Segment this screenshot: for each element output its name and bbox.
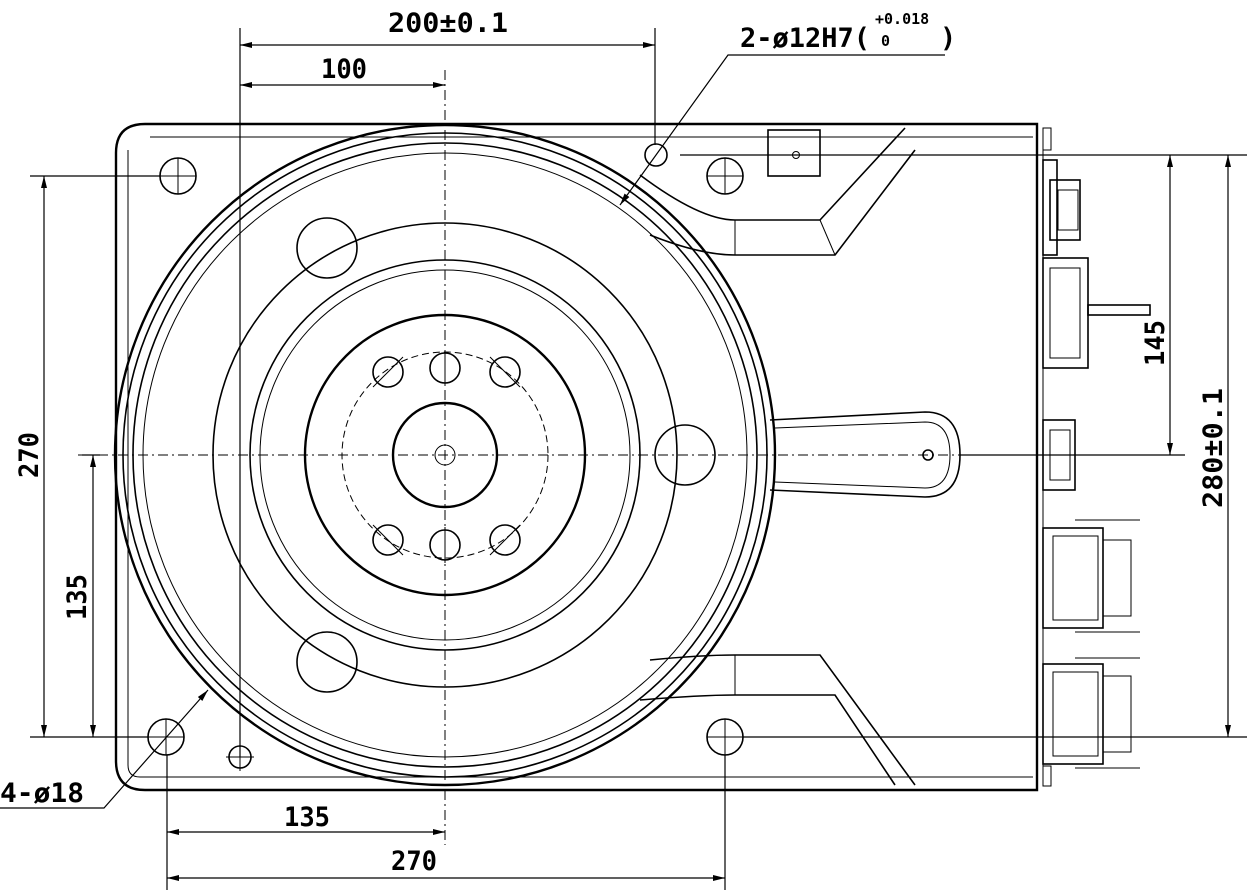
extension-lines — [30, 28, 1247, 890]
dim-pin-tol-upper: +0.018 — [875, 10, 929, 28]
dim-mount-holes: 4-ø18 — [0, 778, 84, 809]
dim-145-right: 145 — [1140, 320, 1171, 366]
dim-135-left: 135 — [62, 574, 93, 620]
dim-280-right: 280±0.1 — [1198, 388, 1229, 508]
dim-pin-tol-lower: 0 — [881, 32, 890, 50]
dimension-lines — [0, 42, 1231, 881]
disk-holes — [296, 217, 716, 693]
dim-135-bottom: 135 — [284, 802, 330, 833]
connector-strip — [1042, 127, 1151, 787]
pin-holes — [226, 143, 668, 771]
center-lines — [78, 70, 1065, 845]
dim-100: 100 — [321, 54, 367, 85]
dim-270-left: 270 — [14, 432, 45, 478]
dim-pin-close: ) — [940, 23, 956, 54]
dim-270-bottom: 270 — [391, 846, 437, 877]
dim-200: 200±0.1 — [388, 8, 508, 39]
dimension-labels: 200±0.1 100 2-ø12H7( +0.018 0 ) 270 135 … — [0, 8, 1229, 877]
dim-pin-holes: 2-ø12H7( — [740, 23, 870, 54]
